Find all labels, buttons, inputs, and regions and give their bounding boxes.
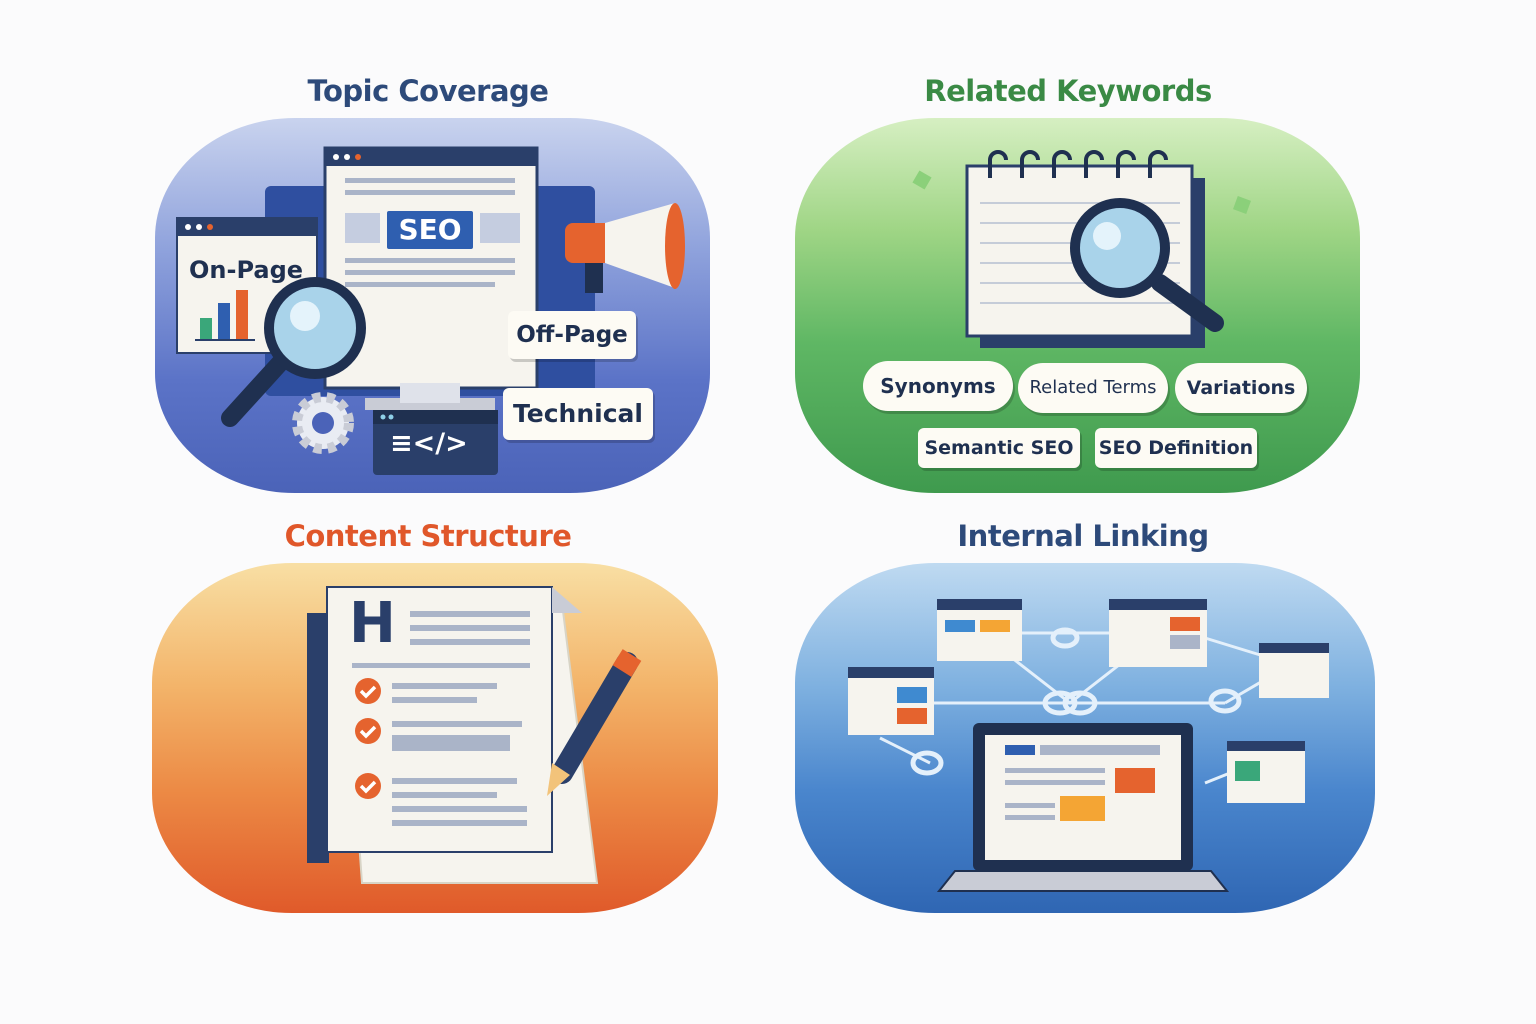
keyword-tag-semantic-seo: Semantic SEO xyxy=(918,428,1080,468)
code-icon: ≡</> xyxy=(390,428,468,459)
heading-letter: H xyxy=(349,591,396,656)
internal-linking-title: Internal Linking xyxy=(957,519,1209,553)
off-page-label: Off-Page xyxy=(508,311,636,359)
keyword-bubble-related-terms: Related Terms xyxy=(1018,363,1168,413)
topic-coverage-panel: SEO On-Page Off-Page Technical ≡</> xyxy=(155,118,710,493)
topic-coverage-title: Topic Coverage xyxy=(307,74,549,108)
document-illustration xyxy=(307,586,642,884)
technical-label: Technical xyxy=(503,388,653,440)
keyword-tag-seo-definition: SEO Definition xyxy=(1095,428,1257,468)
topic-coverage-illustration xyxy=(176,146,685,475)
keyword-bubble-variations: Variations xyxy=(1175,363,1307,413)
webpage-cards xyxy=(848,599,1329,803)
link-network-illustration xyxy=(848,599,1329,892)
related-keywords-title: Related Keywords xyxy=(924,74,1212,108)
seo-label: SEO xyxy=(387,211,473,249)
notebook-illustration xyxy=(912,150,1251,348)
related-keywords-panel: Synonyms Related Terms Variations Semant… xyxy=(795,118,1360,493)
keyword-bubble-synonyms: Synonyms xyxy=(863,361,1013,411)
internal-linking-panel xyxy=(795,563,1375,913)
content-structure-title: Content Structure xyxy=(284,519,572,553)
on-page-label: On-Page xyxy=(189,256,304,284)
content-structure-panel: H xyxy=(152,563,718,913)
